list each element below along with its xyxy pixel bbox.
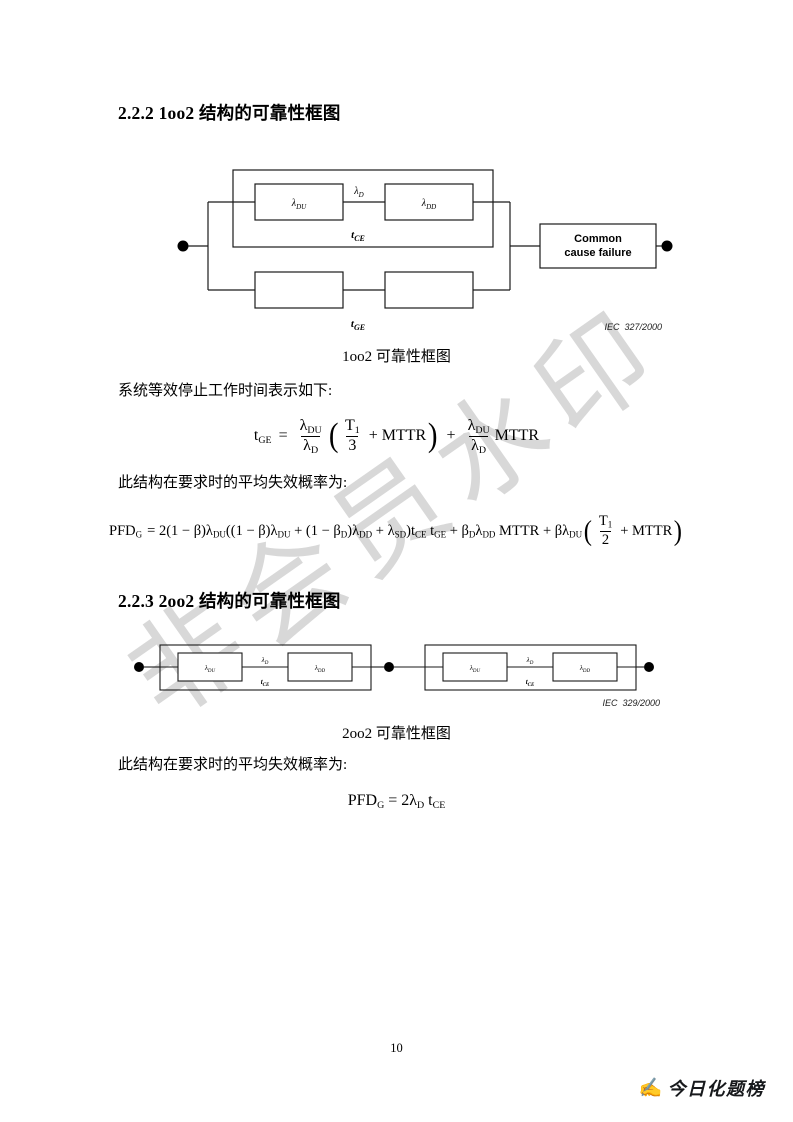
t-ge-label: tGE: [351, 318, 365, 332]
para-equivalent-downtime: 系统等效停止工作时间表示如下:: [118, 383, 333, 399]
unit2-lambda-dd-box: [552, 652, 618, 682]
input-node-dot: [177, 240, 189, 252]
unit2-lambda-du-label: λDU: [469, 664, 481, 674]
diagram-1oo2-lines: [177, 169, 673, 309]
unit1-lambda-dd-label: λDD: [314, 664, 326, 674]
para-pfd-2oo2: 此结构在要求时的平均失效概率为:: [118, 757, 348, 773]
para-pfd-1oo2: 此结构在要求时的平均失效概率为:: [118, 475, 348, 491]
f3-lhs: PFDG: [347, 792, 385, 811]
ccf-text-line1: Common: [574, 233, 622, 245]
t-ce-label: tCE: [351, 229, 365, 243]
formula-pfd-2oo2: PFDG = 2λD tCE: [347, 792, 446, 811]
iec-ref-327: IEC 327/2000: [604, 322, 662, 332]
unit2-lambda-d-label: λD: [526, 656, 534, 666]
f1-frac-lambda-2: λDU λD: [467, 416, 490, 456]
diagram-2oo2: λD λDU λDD tCE λD λDU λDD tCE IEC 329/20…: [134, 644, 660, 708]
node-dot-right: [644, 662, 654, 672]
section-2oo2-heading: 2.2.3 2oo2 结构的可靠性框图: [118, 591, 341, 611]
diagram-2oo2-caption: 2oo2 可靠性框图: [342, 726, 451, 742]
f2-lhs: PFDG: [109, 522, 143, 540]
f2-frac-t1: T1 2: [598, 513, 613, 548]
unit2-t-ce-label: tCE: [526, 678, 535, 688]
node-dot-left: [134, 662, 144, 672]
node-dot-middle: [384, 662, 394, 672]
unit1-lambda-du-box: [177, 652, 243, 682]
lower-channel-box-1: [254, 271, 344, 309]
diagram-1oo2-caption: 1oo2 可靠性框图: [342, 349, 451, 365]
section-1oo2-heading: 2.2.2 1oo2 结构的可靠性框图: [118, 103, 341, 123]
page-number: 10: [390, 1041, 403, 1055]
common-cause-failure-box: [539, 223, 657, 269]
f1-frac-t1: T1 3: [345, 416, 360, 454]
lambda-du-box: [254, 183, 344, 221]
channel-group-box: [232, 169, 494, 248]
unit2-lambda-dd-label: λDD: [579, 664, 591, 674]
formula-pfd-1oo2: PFDG = 2(1 − β)λDU((1 − β)λDU + (1 − βD)…: [109, 513, 683, 548]
unit1-lambda-dd-box: [287, 652, 353, 682]
unit1-lambda-du-label: λDU: [204, 664, 216, 674]
lambda-dd-label: λDD: [421, 198, 436, 211]
formula-tge: tGE = λDU λD ( T1 3 + MTTR ) + λDU λD MT…: [253, 416, 540, 456]
lower-channel-box-2: [384, 271, 474, 309]
iec-ref-329: IEC 329/2000: [602, 698, 660, 708]
output-node-dot: [661, 240, 673, 252]
lambda-dd-box: [384, 183, 474, 221]
ccf-text-line2: cause failure: [564, 247, 631, 259]
f1-lhs: tGE: [253, 427, 272, 446]
f1-frac-lambda: λDU λD: [299, 416, 322, 456]
brand-logo: ✍ 今日化题榜: [639, 1075, 765, 1101]
writing-hand-icon: ✍: [638, 1078, 663, 1099]
lambda-du-label: λDU: [291, 198, 307, 211]
brand-name: 今日化题榜: [667, 1079, 765, 1099]
diagram-1oo2: λD λDU λDD tCE tGE Common cause failure …: [177, 169, 673, 332]
unit1-lambda-d-label: λD: [261, 656, 269, 666]
unit1-t-ce-label: tCE: [261, 678, 270, 688]
lambda-d-label: λD: [353, 186, 363, 199]
diagram-2oo2-lines: [134, 644, 654, 691]
unit2-lambda-du-box: [442, 652, 508, 682]
